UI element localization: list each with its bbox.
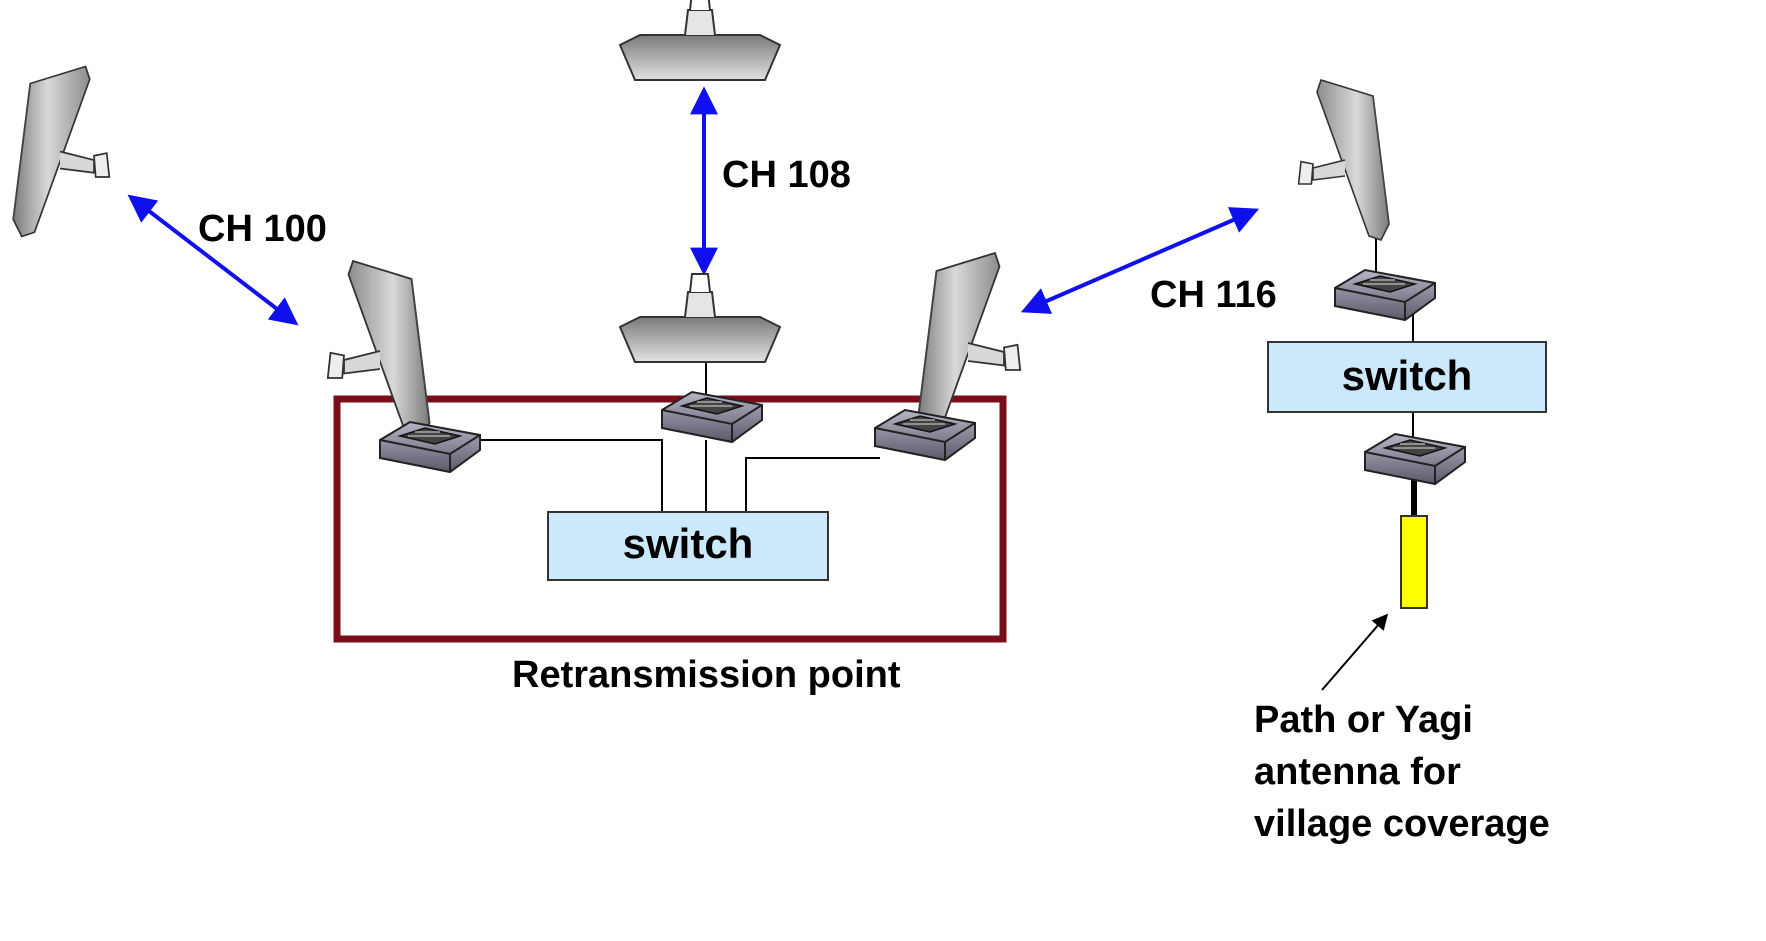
remote-dish-top-icon: [619, 0, 781, 81]
dish-center-icon: [619, 273, 781, 363]
channel-label-ch108: CH 108: [722, 154, 851, 196]
link-ch100-arrow: [127, 194, 299, 326]
remote-dish-left-icon: [12, 65, 111, 238]
radio-village-top-icon: [1334, 269, 1436, 321]
antenna-note-line2: antenna for: [1254, 751, 1461, 793]
channel-label-ch116: CH 116: [1150, 274, 1277, 316]
antenna-note-line1: Path or Yagi: [1254, 699, 1473, 741]
radio-left-icon: [379, 421, 481, 473]
channel-label-ch100: CH 100: [198, 208, 327, 250]
retransmission-switch-label: switch: [622, 520, 754, 567]
retransmission-switch: [547, 511, 829, 581]
village-switch: [1267, 341, 1547, 413]
note-pointer-arrow: [1321, 613, 1389, 691]
radio-right-icon: [874, 409, 976, 461]
antenna-note-line3: village coverage: [1254, 803, 1550, 845]
retransmission-caption: Retransmission point: [512, 654, 901, 696]
dish-left-icon: [326, 260, 431, 442]
yagi-antenna: [1400, 515, 1428, 609]
remote-dish-right-icon: [1297, 79, 1390, 241]
wireless-links: [127, 86, 1260, 326]
antenna-note: Path or Yagi antenna for village coverag…: [1254, 694, 1550, 850]
retransmission-wiring: [405, 355, 933, 512]
radio-village-bottom-icon: [1364, 433, 1466, 485]
link-ch116-arrow: [1020, 207, 1260, 314]
village-switch-label: switch: [1341, 352, 1473, 399]
retransmission-point-frame: [333, 395, 1007, 643]
